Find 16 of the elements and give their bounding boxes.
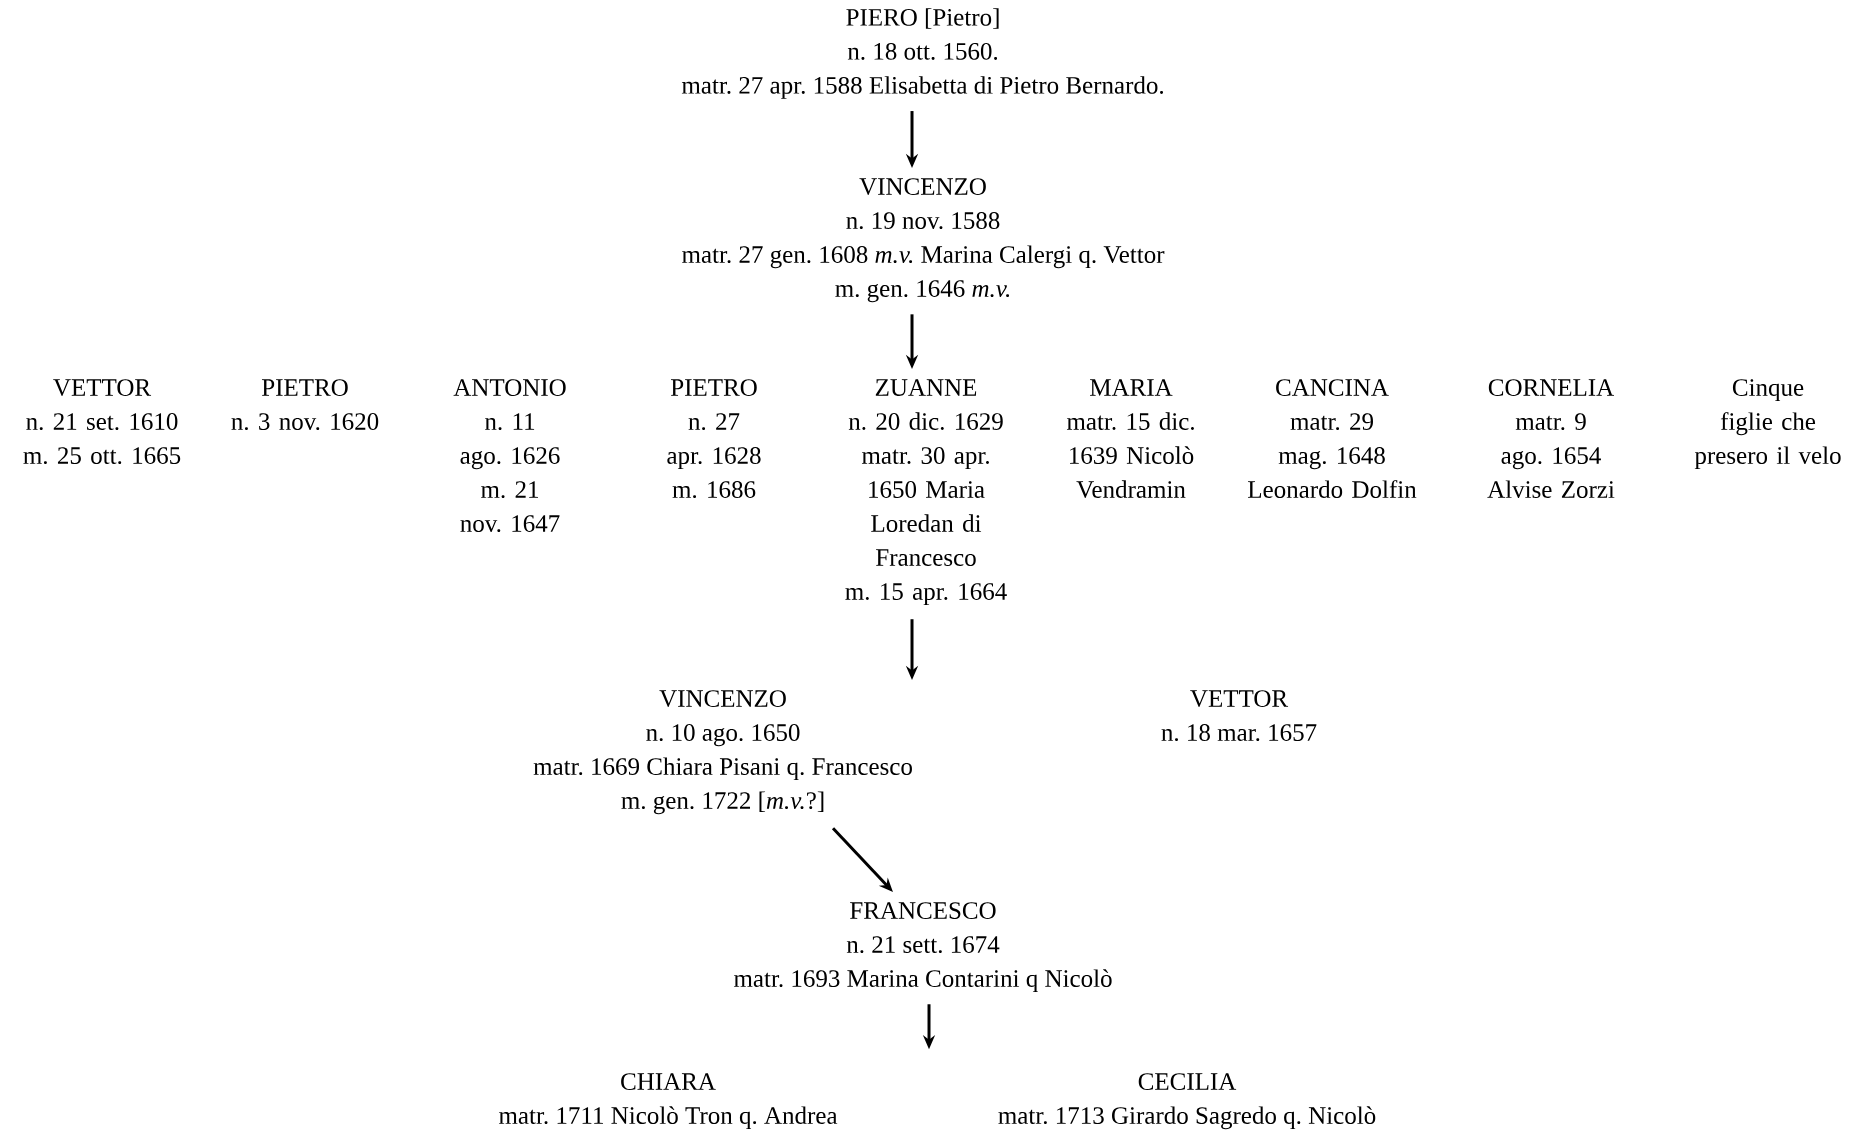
person-entry: PIERO [Pietro] n. 18 ott. 1560. matr. 27 apr. 1588 Elisabetta di Pietro Bernardo. — [681, 8, 1163, 99]
person-entry: VETTOR n. 18 mar. 1657 — [1161, 690, 1317, 742]
person-entry: PIETRO n. 27 apr. 1628 m. 1686 — [667, 379, 761, 499]
person-entry: VETTOR n. 21 set. 1610 m. 25 ott. 1665 — [23, 379, 181, 465]
person-entry: CECILIA matr. 1713 Girardo Sagredo q. Nicolò — [998, 1073, 1376, 1130]
person-entry: CANCINA matr. 29 mag. 1648 Leonardo Dolfin — [1248, 379, 1417, 498]
person-entry: Cinque figlie che presero il velo — [1694, 379, 1841, 470]
person-entry: PIETRO n. 3 nov. 1620 — [231, 379, 379, 431]
person-entry: MARIA matr. 15 dic. 1639 Nicolò Vendramin — [1066, 379, 1194, 499]
person-entry: VINCENZO n. 19 nov. 1588 matr. 27 gen. 1608 m.v. Marina Calergi q. Vettor m. gen. 1646 m.v. — [682, 178, 1165, 303]
person-entry: VINCENZO n. 10 ago. 1650 matr. 1669 Chiara Pisani q. Francesco m. gen. 1722 [m.v.?] — [533, 690, 912, 815]
person-entry: FRANCESCO n. 21 sett. 1674 matr. 1693 Marina Contarini q Nicolò — [734, 902, 1112, 993]
person-entry: CHIARA matr. 1711 Nicolò Tron q. Andrea — [499, 1073, 838, 1130]
person-entry: ZUANNE n. 20 dic. 1629 matr. 30 apr. 1650 Maria Loredan di Francesco m. 15 apr. 1664 — [845, 379, 1007, 605]
person-entry: ANTONIO n. 11 ago. 1626 m. 21 nov. 1647 — [453, 379, 566, 533]
person-entry: CORNELIA matr. 9 ago. 1654 Alvise Zorzi — [1487, 379, 1615, 498]
